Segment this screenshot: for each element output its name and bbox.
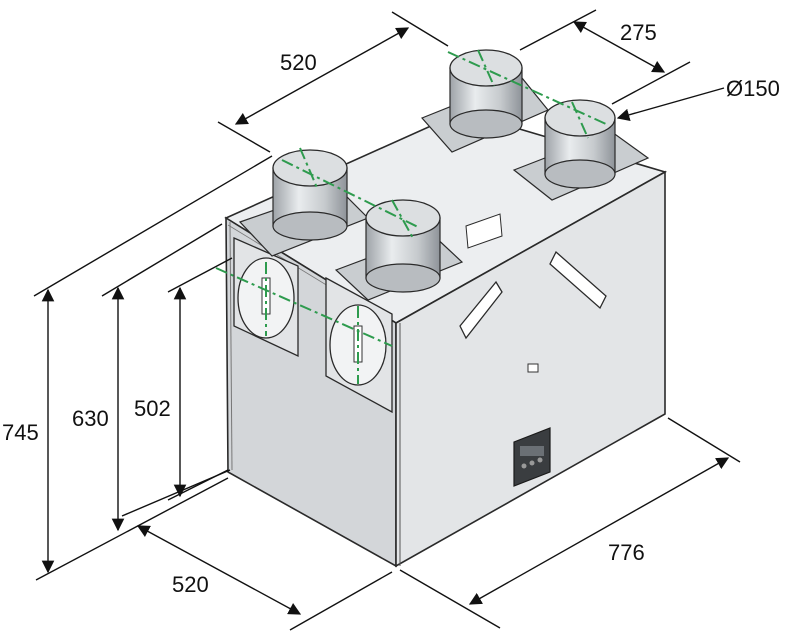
- duct-collar-icon: [238, 49, 650, 301]
- dim-label-front-width: 520: [172, 572, 209, 597]
- duct-left: [238, 149, 370, 257]
- dim-label-height-panel: 502: [134, 396, 171, 421]
- duct-front: [334, 199, 464, 301]
- dim-label-top-width: 520: [280, 50, 317, 75]
- dim-label-duct-diameter: Ø150: [726, 76, 780, 101]
- dim-label-top-offset: 275: [620, 20, 657, 45]
- dim-label-side-length: 776: [608, 540, 645, 565]
- dim-label-height-total: 745: [2, 420, 39, 445]
- dim-label-height-body: 630: [72, 406, 109, 431]
- dimension-lines: [33, 9, 741, 631]
- duct-centerlines: [215, 49, 607, 384]
- duct-back-right: [420, 49, 549, 153]
- inspection-hatch-icon: [459, 213, 607, 373]
